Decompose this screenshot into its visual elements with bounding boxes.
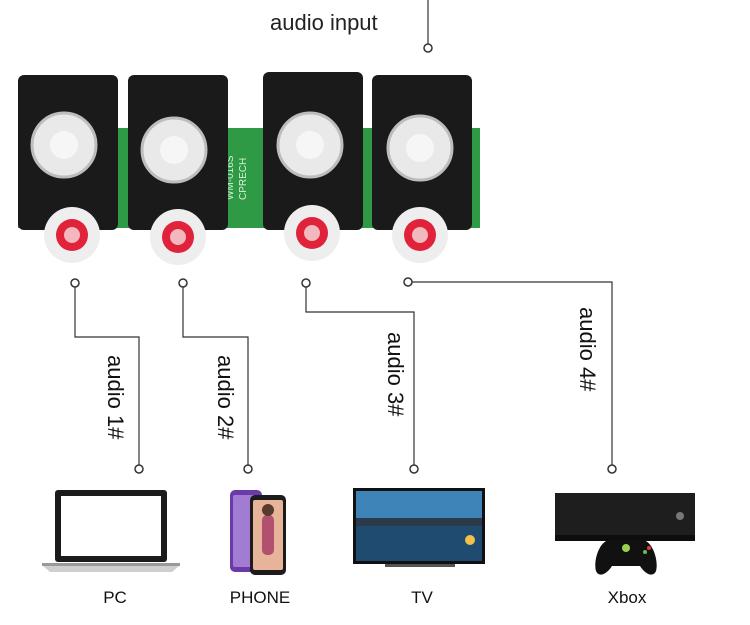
rca-jack-3: [263, 72, 363, 261]
channel-label-3: audio 3#: [382, 332, 408, 416]
channel-label-2: audio 2#: [212, 355, 238, 439]
tv-icon: [353, 488, 485, 567]
device-label-phone: PHONE: [200, 588, 320, 608]
rca-jack-4: [372, 75, 472, 263]
device-label-tv: TV: [362, 588, 482, 608]
board-silkscreen-2: CPRECH: [238, 158, 249, 200]
rca-jack-2: [128, 75, 228, 265]
laptop-icon: [42, 490, 180, 572]
rca-jack-1: [18, 75, 118, 263]
device-label-xbox: Xbox: [567, 588, 687, 608]
game-console-icon: [555, 493, 695, 575]
smartphone-icon: [230, 490, 286, 575]
title-pointer-dot: [424, 44, 432, 52]
device-label-pc: PC: [55, 588, 175, 608]
channel-label-4: audio 4#: [574, 307, 600, 391]
channel-label-1: audio 1#: [102, 355, 128, 439]
